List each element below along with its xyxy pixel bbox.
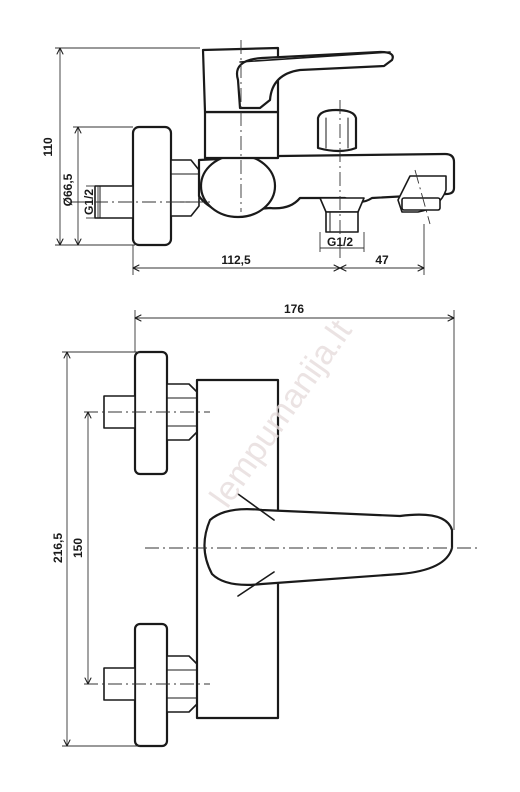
lower-flange — [133, 622, 169, 748]
top-view: 176 216,5 150 — [51, 302, 478, 748]
dim-body-diameter: Ø66,5 — [61, 173, 75, 206]
lever-handle-top — [203, 508, 454, 586]
cartridge-housing — [203, 110, 280, 160]
dim-outlet-thread: G1/2 — [327, 235, 353, 249]
dim-total-width: 176 — [284, 302, 304, 316]
wall-flange — [131, 125, 173, 247]
body-cylinder — [199, 153, 277, 219]
dim-wall-to-outlet: 112,5 — [221, 253, 251, 267]
dim-outlet-to-spout: 47 — [375, 253, 389, 267]
dim-inlet-spacing: 150 — [71, 538, 85, 558]
dim-wall-thread: G1/2 — [82, 189, 96, 215]
hex-nut — [170, 159, 200, 217]
diverter-knob — [316, 108, 358, 153]
shower-outlet — [319, 197, 365, 213]
dim-height: 110 — [41, 137, 55, 157]
side-view: 110 Ø66,5 G1/2 G1/2 112,5 47 — [41, 40, 456, 275]
dim-total-height: 216,5 — [51, 533, 65, 563]
upper-flange — [133, 350, 169, 476]
